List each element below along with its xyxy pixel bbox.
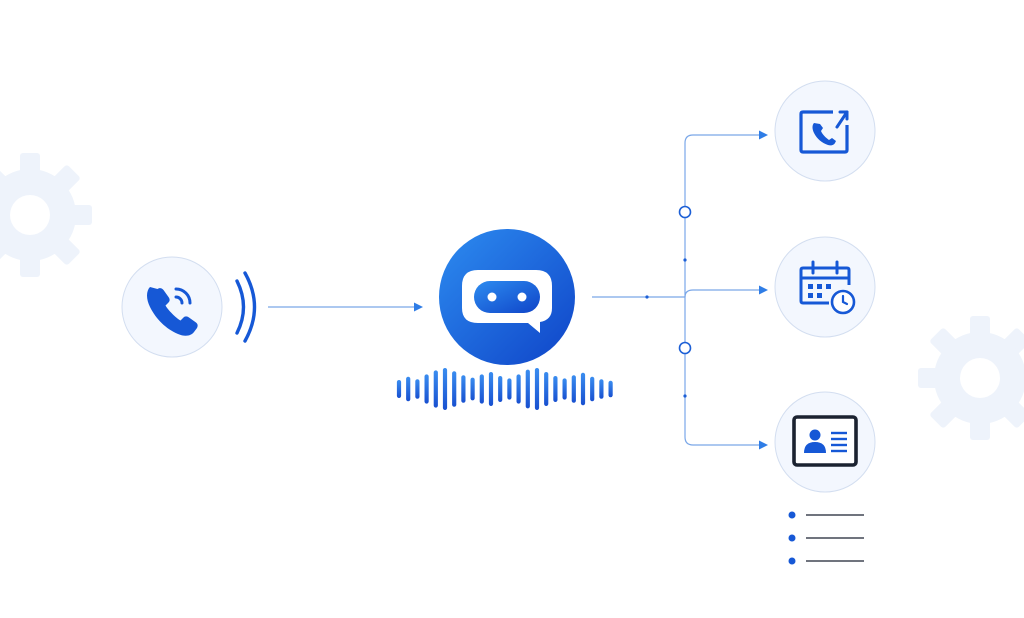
callback-icon — [799, 110, 849, 154]
branch-bottom-line — [684, 436, 760, 446]
waveform-bar — [544, 372, 549, 406]
arrow-to-calendar — [759, 285, 768, 295]
outcome-contact-node — [774, 391, 876, 493]
waveform-bar — [442, 368, 448, 410]
arrow-to-contact — [759, 440, 768, 450]
waveform-bar — [461, 375, 466, 403]
outcome-calendar-node — [774, 236, 876, 338]
waveform-bar — [608, 380, 613, 398]
waveform-bar — [498, 376, 503, 402]
junction-dot — [683, 258, 687, 262]
chatbot-node — [439, 229, 575, 365]
waveform-bar — [452, 371, 457, 407]
caller-node — [121, 256, 223, 358]
waveform-bar — [396, 380, 402, 398]
waveform-bar — [525, 369, 530, 409]
info-list — [788, 511, 864, 565]
connector-nodes — [645, 205, 692, 398]
list-item — [788, 534, 864, 542]
waveform-bar — [488, 372, 494, 406]
list-item — [788, 557, 864, 565]
junction-dot — [645, 295, 649, 299]
branch-trunk-line — [684, 134, 760, 144]
outcome-callback-node — [774, 80, 876, 182]
waveform-bar — [507, 378, 512, 400]
waveform-bar — [433, 370, 438, 408]
waveform-bar — [562, 378, 567, 400]
junction-node — [678, 205, 692, 219]
waveform-bar — [479, 374, 484, 404]
list-item — [788, 511, 864, 519]
junction-node — [678, 341, 692, 355]
waveform-bar — [470, 377, 475, 401]
waveform-bar — [516, 374, 521, 404]
branch-middle-line — [684, 289, 760, 298]
gear-icon — [0, 153, 92, 277]
waveform-bar — [534, 368, 540, 410]
voice-waveform — [396, 368, 613, 410]
waveform-bar — [599, 379, 604, 399]
connectors — [268, 134, 760, 446]
junction-dot — [683, 394, 687, 398]
waveform-bar — [571, 375, 576, 403]
waveform-bar — [580, 372, 586, 406]
calendar-schedule-icon — [799, 260, 856, 315]
waveform-bar — [553, 376, 558, 402]
sound-wave-icon — [235, 271, 257, 343]
waveform-bar — [406, 376, 411, 402]
contact-card-icon — [792, 415, 858, 467]
waveform-bar — [415, 379, 420, 399]
arrow-to-callback — [759, 130, 768, 140]
gear-icon — [918, 316, 1024, 440]
arrowheads — [414, 130, 768, 450]
waveform-bar — [590, 376, 595, 402]
waveform-bar — [424, 374, 429, 404]
arrow-to-bot — [414, 302, 423, 312]
phone-ringing-icon — [147, 287, 198, 336]
chatbot-icon — [462, 270, 552, 333]
